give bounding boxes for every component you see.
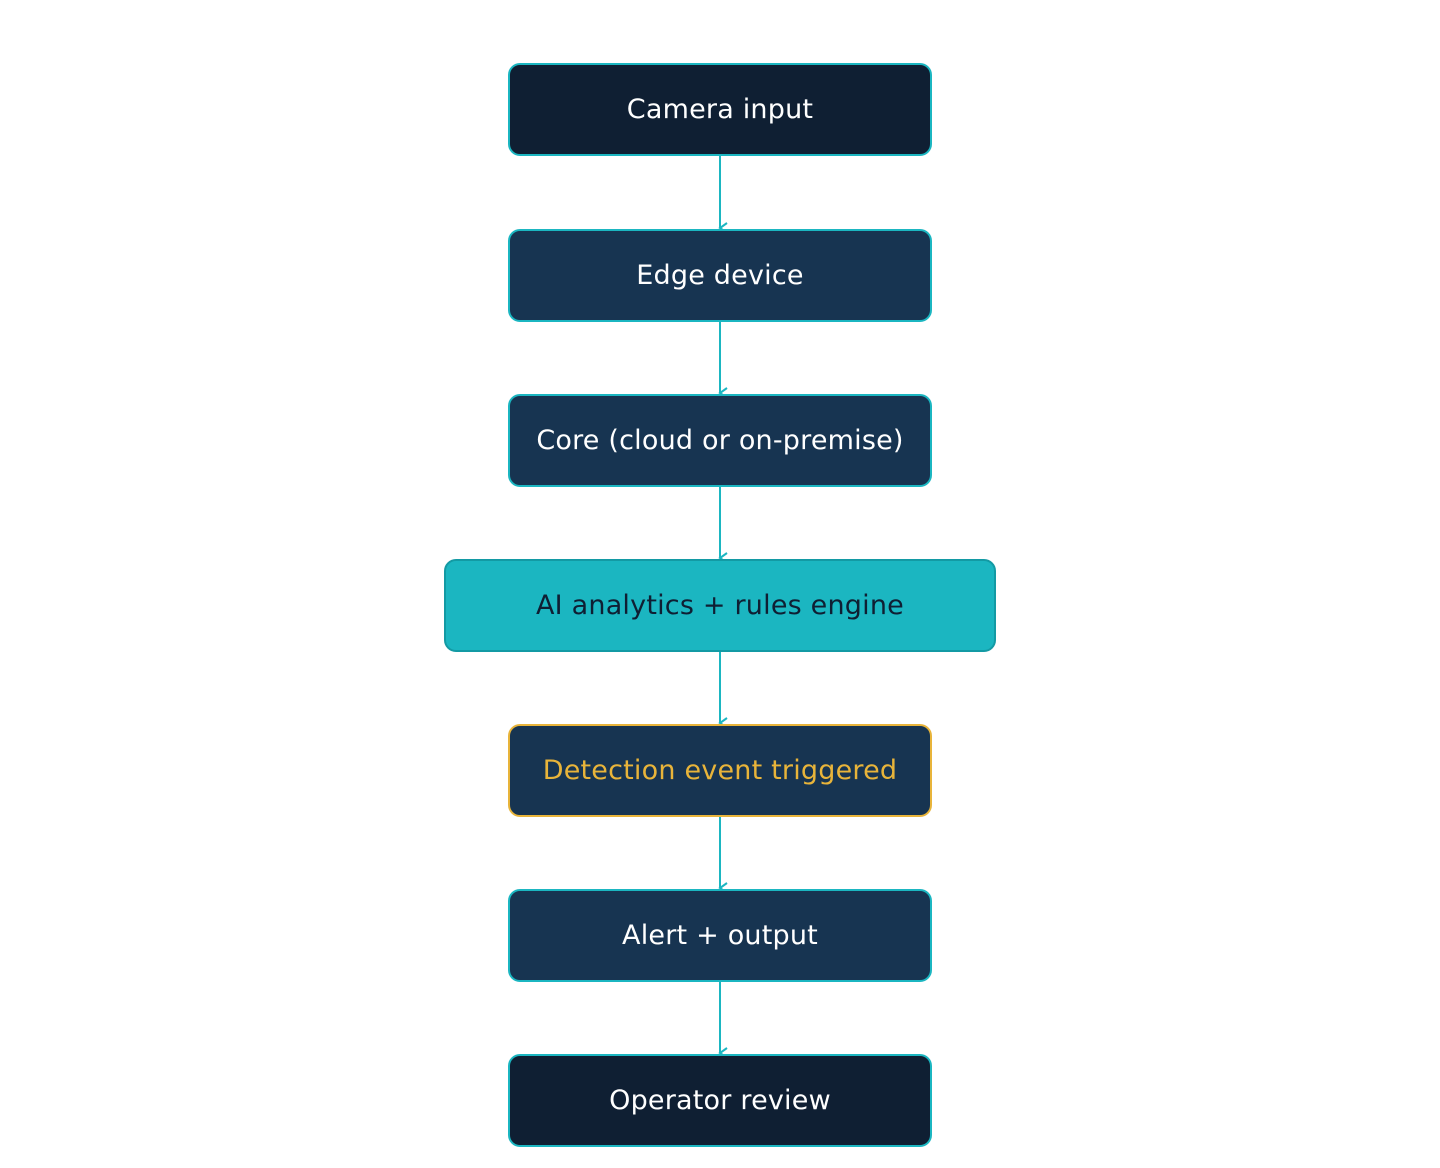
node-ai-analytics: AI analytics + rules engine [444,559,996,652]
node-ai-analytics-label: AI analytics + rules engine [536,590,904,621]
node-edge-device-label: Edge device [636,260,804,291]
node-operator-review: Operator review [508,1054,932,1147]
node-camera-input: Camera input [508,63,932,156]
node-edge-device: Edge device [508,229,932,322]
node-core-label: Core (cloud or on-premise) [536,425,904,456]
node-camera-input-label: Camera input [626,94,814,125]
node-alert-output: Alert + output [508,889,932,982]
node-alert-output-label: Alert + output [622,920,818,951]
node-operator-review-label: Operator review [609,1085,831,1116]
node-detection-event: Detection event triggered [508,724,932,817]
node-detection-event-label: Detection event triggered [542,755,898,786]
node-core: Core (cloud or on-premise) [508,394,932,487]
